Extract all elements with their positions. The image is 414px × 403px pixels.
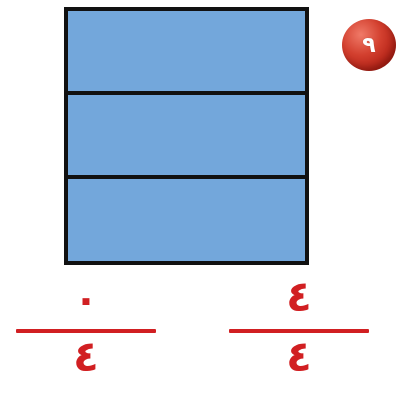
- question-number-label: ٩: [362, 32, 376, 58]
- part-1-fill: [66, 9, 307, 93]
- right-fraction-bar: [229, 329, 369, 333]
- part-2-fill: [66, 93, 307, 177]
- right-fraction-denominator: ٤: [286, 332, 312, 381]
- question-number-badge: ٩: [342, 19, 396, 71]
- left-fraction-numerator: ٠: [73, 277, 99, 323]
- left-fraction-bar: [16, 329, 156, 333]
- right-fraction-numerator: ٤: [286, 272, 312, 321]
- left-fraction: ٠ ٤: [16, 268, 156, 388]
- outer-border: [64, 7, 309, 265]
- right-fraction: ٤ ٤: [229, 268, 369, 388]
- part-3-fill: [66, 177, 307, 263]
- left-fraction-denominator: ٤: [73, 332, 99, 381]
